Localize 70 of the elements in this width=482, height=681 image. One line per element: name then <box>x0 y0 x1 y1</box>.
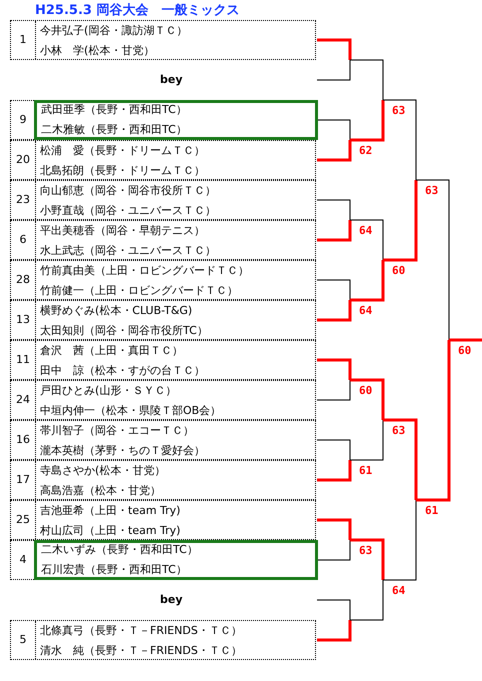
seed-number: 5 <box>18 633 28 647</box>
team-entry <box>10 20 316 60</box>
player-name: 向山郁恵（岡谷・岡谷市役所ＴＣ） <box>40 184 216 198</box>
player-name: 水上武志（岡谷・ユニバースＴＣ） <box>40 244 216 258</box>
score-label: 60 <box>392 264 406 277</box>
score-label: 63 <box>359 544 372 557</box>
seed-number: 6 <box>18 233 28 247</box>
team-entry <box>10 420 316 460</box>
player-name: 戸田ひとみ(山形・ＳＹＣ） <box>40 384 176 398</box>
title: H25.5.3 岡谷大会 一般ミックス <box>35 3 240 19</box>
seed-number: 20 <box>15 153 31 167</box>
team-entry <box>10 220 316 260</box>
player-name: 小野直哉（岡谷・ユニバースＴＣ） <box>40 204 216 218</box>
seed-number: 4 <box>18 553 28 567</box>
player-name: 平出美穂香（岡谷・早朝テニス） <box>40 224 205 238</box>
player-name: 中垣内伸一（松本・県陵Ｔ部OB会） <box>40 404 222 418</box>
score-label: 64 <box>359 304 372 317</box>
seed-number: 9 <box>18 113 28 127</box>
seed-number: 16 <box>15 433 31 447</box>
player-name: 二木雅敏（長野・西和田TC） <box>41 123 187 137</box>
player-name: 清水 純（長野・Ｔ－FRIENDS・ＴＣ） <box>40 644 242 658</box>
score-label: 62 <box>359 144 372 157</box>
player-name: 倉沢 茜（上田・真田ＴＣ） <box>40 344 183 358</box>
score-label: 61 <box>425 504 438 517</box>
score-label: 60 <box>458 344 472 357</box>
team-entry <box>10 260 316 300</box>
team-entry <box>10 380 316 420</box>
team-entry <box>10 140 316 180</box>
player-name: 石川宏貴（長野・西和田TC） <box>41 563 187 577</box>
seed-number: 25 <box>15 513 31 527</box>
seed-number: 24 <box>15 393 31 407</box>
team-entry <box>10 180 316 220</box>
player-name: 吉池亜希（上田・team Try) <box>40 504 180 518</box>
seed-number: 23 <box>15 193 31 207</box>
player-name: 帯川智子（岡谷・エコーＴＣ） <box>40 424 194 438</box>
player-name: 太田知則（岡谷・岡谷市役所TC） <box>40 324 208 338</box>
seed-number: 28 <box>15 273 31 287</box>
seed-number: 1 <box>18 33 28 47</box>
player-name: 田中 諒（松本・すがの台ＴＣ） <box>40 364 205 378</box>
score-label: 60 <box>359 384 372 397</box>
seed-number: 13 <box>15 313 31 327</box>
player-name: 松浦 愛（長野・ドリームＴＣ） <box>40 144 205 158</box>
player-name: 竹前真由美（上田・ロビングバードＴＣ） <box>40 264 249 278</box>
player-name: 竹前健一（上田・ロビングバードＴＣ） <box>40 284 238 298</box>
player-name: 二木いずみ（長野・西和田TC） <box>41 543 198 557</box>
team-entry <box>10 500 316 540</box>
score-label: 64 <box>359 224 372 237</box>
team-entry <box>10 460 316 500</box>
player-name: 寺島さやか(松本・甘党） <box>40 464 166 478</box>
team-entry <box>10 300 316 340</box>
score-label: 61 <box>359 464 372 477</box>
bye-label: bey <box>160 73 183 86</box>
player-name: 村山広司（上田・team Try) <box>40 524 180 538</box>
bye-label: bey <box>160 593 183 606</box>
player-name: 北島拓朗（長野・ドリームＴＣ） <box>40 164 205 178</box>
score-label: 64 <box>392 584 406 597</box>
player-name: 高島浩嘉（松本・甘党） <box>40 484 161 498</box>
player-name: 武田亜季（長野・西和田TC） <box>41 103 187 117</box>
seed-number: 17 <box>15 473 31 487</box>
score-label: 63 <box>392 104 406 117</box>
player-name: 北條真弓（長野・Ｔ－FRIENDS・ＴＣ） <box>40 624 242 638</box>
player-name: 瀧本英樹（茅野・ちのＴ愛好会） <box>40 444 205 458</box>
player-name: 横野めぐみ(松本・CLUB-T&G) <box>40 304 192 318</box>
player-name: 小林 学(松本・甘党） <box>40 44 154 58</box>
team-entry <box>10 620 316 660</box>
player-name: 今井弘子(岡谷・諏訪湖ＴＣ） <box>40 24 188 38</box>
team-entry <box>10 340 316 380</box>
seed-number: 11 <box>15 353 31 367</box>
score-label: 63 <box>392 424 406 437</box>
score-label: 63 <box>425 184 438 197</box>
